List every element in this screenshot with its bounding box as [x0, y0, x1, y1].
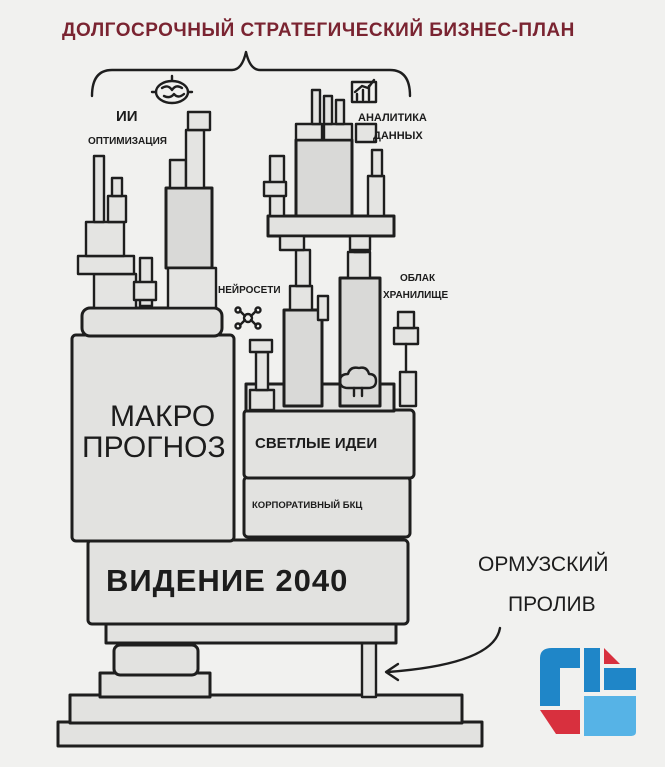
hormuz-pillar: [360, 638, 378, 699]
analytics-right-stack: [366, 174, 386, 218]
opt-tower-left-base: [92, 272, 138, 310]
neural-small-pillar: [254, 350, 270, 392]
opt-tower-mid: [84, 220, 126, 258]
neural-tower-cap: [288, 284, 314, 312]
neural-network-icon: [234, 306, 262, 330]
neural-tower-top: [294, 248, 312, 288]
analytics-cap-left: [294, 122, 324, 142]
label-vision: ВИДЕНИЕ 2040: [106, 563, 349, 598]
ai-main-block: [164, 186, 214, 270]
label-bright-ideas: СВЕТЛЫЕ ИДЕИ: [255, 435, 378, 452]
right-small-pillar: [398, 370, 418, 408]
vision-block: [86, 538, 410, 626]
analytics-top1: [310, 88, 322, 126]
page-title: ДОЛГОСРОЧНЫЙ СТРАТЕГИЧЕСКИЙ БИЗНЕС-ПЛАН: [62, 20, 575, 41]
label-optimization: ОПТИМИЗАЦИЯ: [88, 136, 167, 147]
base-left-pedestal: [98, 671, 212, 699]
analytics-left-stick-cap: [262, 180, 288, 198]
analytics-cap-right: [322, 122, 354, 142]
label-macro-line2: ПРОГНОЗ: [82, 431, 226, 464]
ai-top-block: [186, 110, 212, 132]
right-mid-pillar: [316, 294, 330, 322]
opt-tower-plate: [76, 254, 136, 276]
bar-chart-icon: [350, 78, 378, 104]
analytics-top3: [334, 98, 346, 126]
hormuz-arrow: [386, 626, 502, 674]
label-hormuz-line1: ОРМУЗСКИЙ: [478, 553, 609, 576]
opt-tower-side: [106, 194, 128, 224]
macro-cap: [80, 306, 224, 338]
vision-underplate: [104, 621, 398, 645]
analytics-right-leg: [348, 234, 372, 252]
label-cloud-line1: ОБЛАК: [400, 273, 436, 284]
label-macro-line1: МАКРО: [110, 400, 216, 433]
small-left-plate: [248, 388, 276, 412]
neural-small-cap: [248, 338, 274, 354]
opt-tower-stick: [92, 154, 106, 224]
base-left-drum: [112, 643, 200, 677]
analytics-top2: [322, 94, 334, 126]
opt-small-box: [132, 280, 158, 302]
analytics-side-right: [354, 122, 378, 144]
opt-tower-side-top: [110, 176, 124, 198]
brain-icon: [150, 74, 194, 105]
base-bottom-step: [56, 720, 484, 748]
label-neural: НЕЙРОСЕТИ: [218, 285, 281, 296]
right-small-bracket: [392, 326, 420, 346]
ai-main-cap: [168, 158, 188, 190]
label-analytics-line1: АНАЛИТИКА: [358, 112, 427, 124]
base-second-step: [68, 693, 464, 725]
title-brace: [90, 50, 412, 98]
ai-side-pillar: [184, 128, 206, 190]
label-corporate: КОРПОРАТИВНЫЙ БКЦ: [252, 500, 363, 511]
ai-base: [166, 266, 218, 310]
analytics-left-leg: [278, 234, 306, 252]
cloud-tower-cap: [346, 250, 372, 280]
analytics-beam: [266, 214, 396, 238]
label-analytics-line2: ДАННЫХ: [373, 130, 423, 142]
brand-logo-icon: [540, 648, 636, 736]
label-cloud-line2: ХРАНИЛИЩЕ: [383, 290, 449, 301]
neural-tower: [282, 308, 324, 408]
label-ai: ИИ: [116, 108, 138, 125]
label-hormuz-line2: ПРОЛИВ: [508, 593, 596, 616]
analytics-right-stack-top: [370, 148, 384, 178]
analytics-main-block: [294, 138, 354, 218]
right-small-top: [396, 310, 416, 330]
cloud-storage-icon: [338, 366, 378, 398]
